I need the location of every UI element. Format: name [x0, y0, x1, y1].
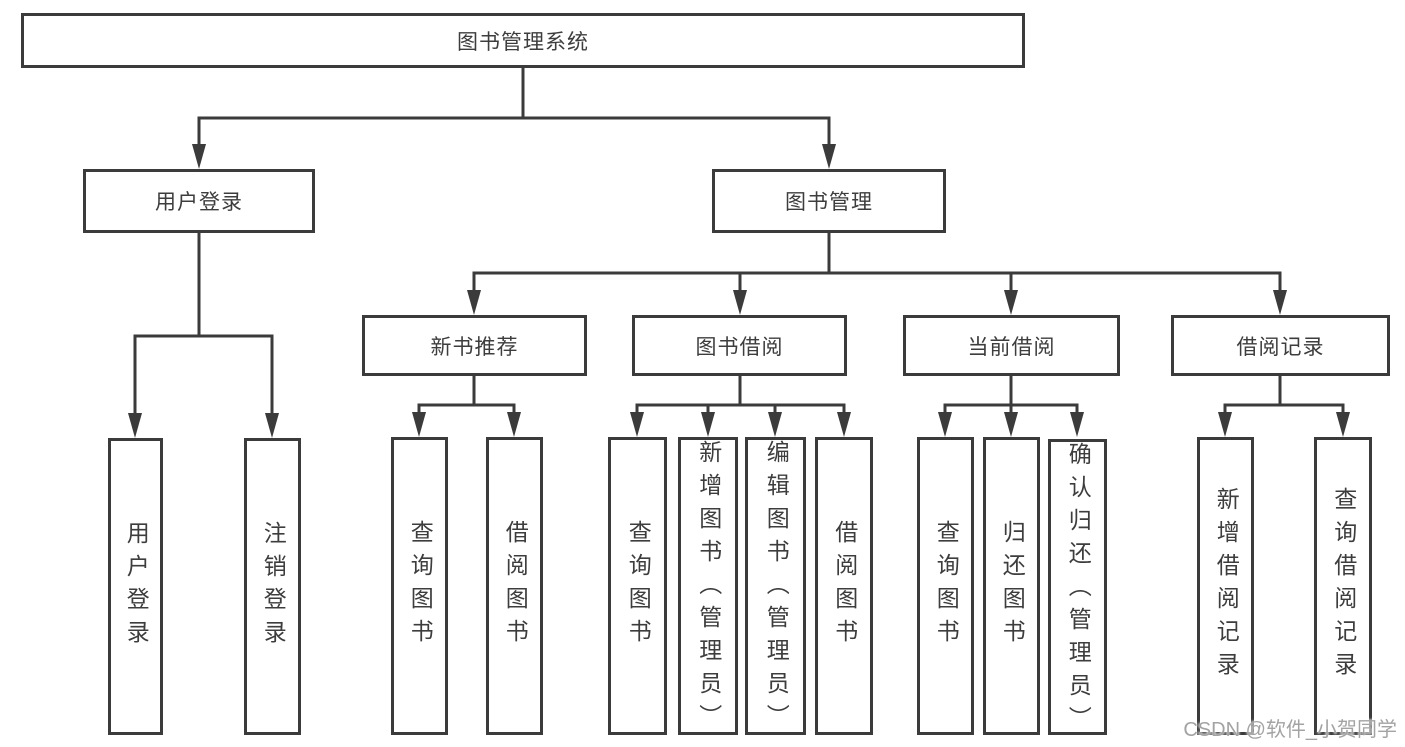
- node-new-book-recommend: 新书推荐: [362, 315, 587, 376]
- leaf-borrow-edit-book-admin: 编辑图书（管理员）: [745, 437, 806, 737]
- leaf-current-return-book: 归还图书: [983, 437, 1040, 735]
- leaf-newbook-query-book: 查询图书: [391, 437, 448, 735]
- node-user-login: 用户登录: [83, 169, 315, 233]
- node-book-management: 图书管理: [712, 169, 946, 233]
- leaf-borrow-add-book-admin: 新增图书（管理员）: [678, 437, 738, 737]
- leaf-logout: 注销登录: [244, 438, 301, 735]
- node-current-borrow: 当前借阅: [903, 315, 1120, 376]
- watermark: CSDN @软件_小贺同学: [1183, 719, 1397, 741]
- leaf-newbook-borrow-book: 借阅图书: [486, 437, 543, 735]
- leaf-user-login: 用户登录: [108, 438, 163, 735]
- leaf-borrow-borrow-book: 借阅图书: [815, 437, 873, 735]
- leaf-records-query-record: 查询借阅记录: [1314, 437, 1372, 735]
- leaf-records-add-record: 新增借阅记录: [1197, 437, 1254, 735]
- node-book-borrow: 图书借阅: [632, 315, 847, 376]
- node-borrow-records: 借阅记录: [1171, 315, 1390, 376]
- leaf-current-confirm-return-admin: 确认归还（管理员）: [1048, 439, 1107, 739]
- leaf-current-query-book: 查询图书: [917, 437, 974, 735]
- leaf-borrow-query-book: 查询图书: [608, 437, 667, 735]
- node-root: 图书管理系统: [21, 13, 1025, 68]
